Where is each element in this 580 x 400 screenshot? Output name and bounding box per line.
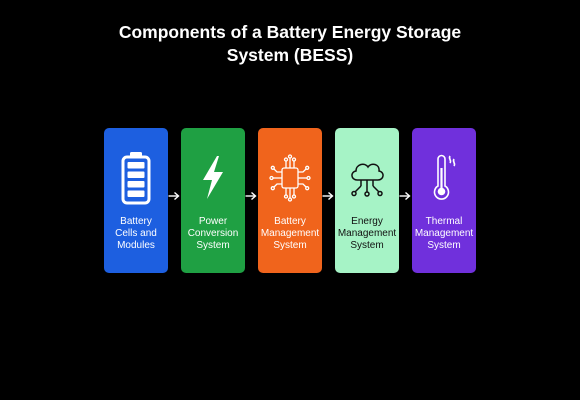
flow-arrow: [168, 191, 180, 201]
flow-arrow: [322, 191, 334, 201]
circuit-chip-icon: [258, 150, 322, 206]
label-line: Thermal: [425, 216, 463, 227]
lightning-bolt-icon: [181, 150, 245, 206]
label-line: System: [273, 240, 307, 251]
label-line: Management: [414, 228, 474, 239]
component-card-battery-management: Battery Management System: [258, 128, 322, 273]
label-line: Management: [337, 228, 397, 239]
component-label: Thermal Management System: [412, 216, 476, 252]
label-line: Battery: [274, 216, 306, 227]
title-line-2: System (BESS): [226, 45, 354, 65]
component-card-power-conversion: Power Conversion System: [181, 128, 245, 273]
page-title: Components of a Battery Energy Storage S…: [0, 21, 580, 67]
flow-arrow: [399, 191, 411, 201]
component-card-energy-management: Energy Management System: [335, 128, 399, 273]
component-card-thermal-management: Thermal Management System: [412, 128, 476, 273]
cloud-network-icon: [335, 150, 399, 206]
label-line: Energy: [351, 216, 383, 227]
title-line-1: Components of a Battery Energy Storage: [118, 22, 462, 42]
label-line: Management: [260, 228, 320, 239]
battery-icon: [104, 150, 168, 206]
component-label: Battery Cells and Modules: [104, 216, 168, 252]
label-line: System: [196, 240, 230, 251]
thermometer-icon: [412, 150, 476, 206]
label-line: Conversion: [187, 228, 239, 239]
label-line: Battery: [120, 216, 152, 227]
component-card-battery-cells: Battery Cells and Modules: [104, 128, 168, 273]
label-line: System: [427, 240, 461, 251]
label-line: Modules: [117, 240, 155, 251]
component-label: Energy Management System: [335, 216, 399, 252]
component-label: Battery Management System: [258, 216, 322, 252]
label-line: Cells and: [115, 228, 157, 239]
label-line: Power: [198, 216, 228, 227]
component-label: Power Conversion System: [181, 216, 245, 252]
flow-arrow: [245, 191, 257, 201]
label-line: System: [350, 240, 384, 251]
